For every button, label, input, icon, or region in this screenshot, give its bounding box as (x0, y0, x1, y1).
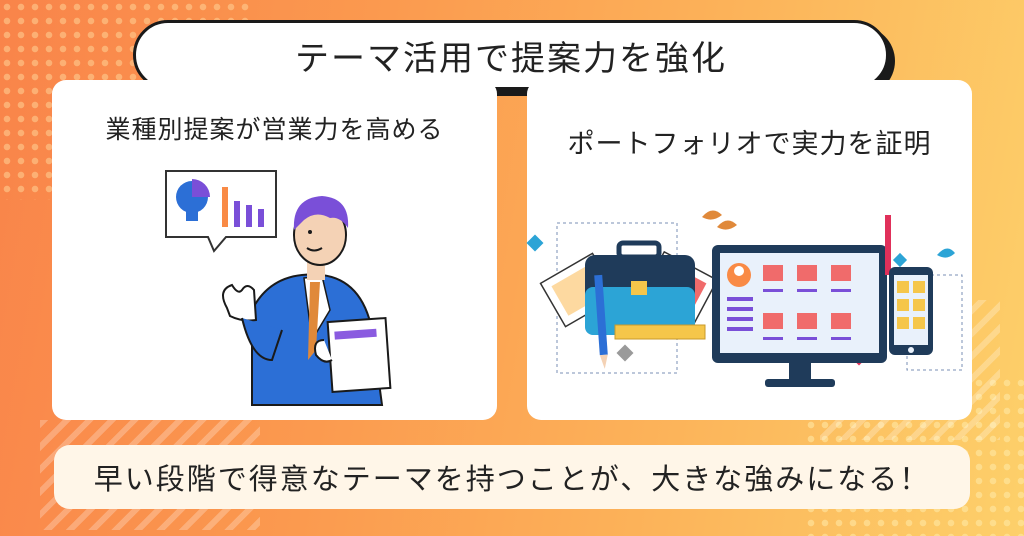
briefcase-icon (585, 240, 695, 335)
bottom-message: 早い段階で得意なテーマを持つことが、大きな強みになる！ (93, 462, 931, 496)
pie-chart-icon (176, 179, 210, 221)
left-panel: 業種別提案が営業力を高める (52, 80, 497, 420)
page-title: テーマ活用で提案力を強化 (295, 38, 727, 79)
ruler-icon (614, 324, 706, 340)
bar-chart-icon (222, 187, 264, 227)
businessman-illustration (222, 196, 392, 406)
leaf-icon (702, 210, 955, 258)
pencil-icon (594, 274, 608, 369)
speech-bubble-chart-icon (165, 170, 277, 253)
right-panel: ポートフォリオで実力を証明 (526, 80, 972, 420)
monitor-icon (712, 245, 887, 387)
bottom-message-bar: 早い段階で得意なテーマを持つことが、大きな強みになる！ (54, 445, 970, 509)
portfolio-illustration (526, 210, 963, 387)
left-panel-title: 業種別提案が営業力を高める (105, 115, 444, 144)
right-panel-title: ポートフォリオで実力を証明 (567, 129, 932, 160)
tablet-icon (889, 267, 933, 355)
title-banner: テーマ活用で提案力を強化 (133, 20, 889, 90)
